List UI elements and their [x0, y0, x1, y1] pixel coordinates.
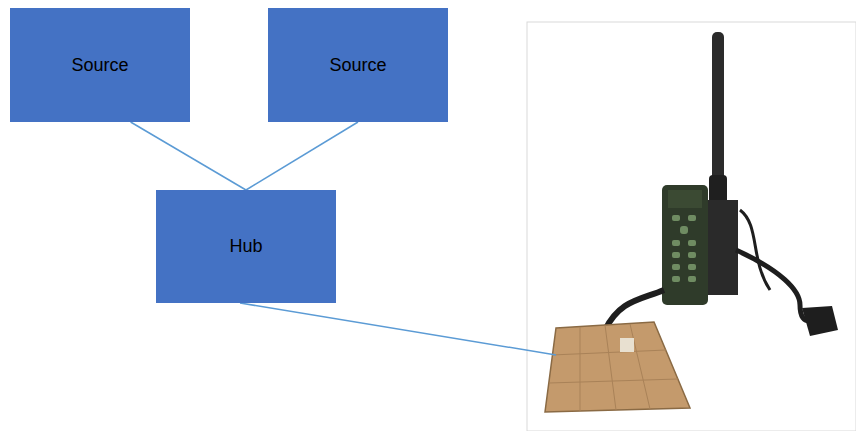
- handset: [802, 306, 838, 336]
- solar-pad: [545, 322, 690, 412]
- radio-keypad: [672, 215, 696, 282]
- box-label: Source: [65, 55, 134, 76]
- cable: [740, 210, 770, 290]
- pad-sticker: [620, 338, 634, 352]
- box-label: Hub: [223, 236, 268, 257]
- photo-frame: [527, 22, 856, 431]
- radio-clip: [708, 200, 738, 295]
- pad-grid: [549, 324, 678, 411]
- hub-wire: [240, 303, 556, 355]
- process-box: Source: [10, 8, 190, 122]
- connector-line: [131, 122, 246, 190]
- radio-body: [662, 185, 708, 305]
- antenna: [712, 32, 724, 182]
- process-box: Hub: [156, 190, 336, 303]
- process-box: Source: [268, 8, 448, 122]
- box-label: Source: [323, 55, 392, 76]
- connector-line: [246, 122, 358, 190]
- radio-label: [668, 190, 702, 208]
